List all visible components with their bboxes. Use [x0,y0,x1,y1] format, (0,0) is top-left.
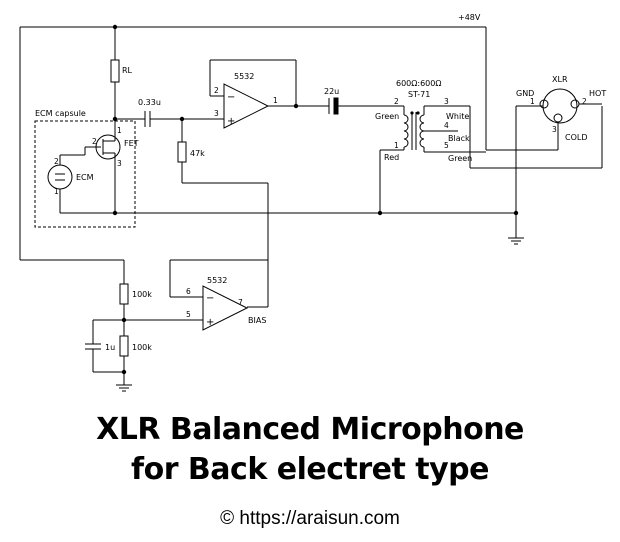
tr-red-label: Red [384,153,399,162]
ecm-capsule-box [34,120,136,228]
svg-text:−: − [227,92,235,103]
svg-text:+: + [227,116,235,127]
transformer-secondary [419,114,425,148]
schematic-diagram: +48V RL 0.33u ECM capsule FET ECM 47k 55… [19,13,606,392]
pin-tr-4: 4 [444,121,449,130]
tr-green2-label: Green [448,154,472,163]
divider-resistor-top [119,283,129,305]
bias-res-label: 47k [190,149,205,158]
opamp-1 [223,83,270,129]
pin-op1-1: 1 [273,96,278,105]
svg-text:−: − [206,293,214,304]
ecm-label: ECM [76,173,94,182]
opamp1-label: 5532 [234,72,254,81]
coupling-cap-label: 0.33u [138,98,161,107]
rl-resistor [110,59,120,83]
svg-text:+: + [206,317,214,328]
div-cap-label: 1u [105,343,115,352]
opamp-2 [202,285,249,331]
pin-fet-2: 2 [92,137,97,146]
supply-label: +48V [458,13,481,22]
cold-label: COLD [565,133,588,142]
title-line-1: XLR Balanced Microphone [96,412,524,447]
pin-op2-5: 5 [186,310,191,319]
title-line-2: for Back electret type [131,452,489,487]
hot-label: HOT [589,89,606,98]
transformer-ratio-label: 600Ω:600Ω [396,79,441,88]
rl-label: RL [122,66,133,75]
pin-op2-7: 7 [238,298,243,307]
tr-green-label: Green [375,112,399,121]
pin-op1-3: 3 [214,109,219,118]
bias-resistor-47k [177,141,187,163]
divider-resistor-bottom [119,335,129,357]
pin-ecm-1: 1 [54,187,59,196]
pin-tr-1: 1 [394,141,399,150]
bias-label: BIAS [248,316,266,325]
pin-op1-2: 2 [214,86,219,95]
pin-op2-6: 6 [186,287,191,296]
transformer-primary [403,114,409,148]
tr-black-label: Black [448,134,470,143]
out-cap-label: 22u [324,87,339,96]
pin-fet-3: 3 [117,159,122,168]
xlr-connector [542,88,578,124]
tr-white-label: White [446,112,469,121]
pin-xlr-3: 3 [552,125,557,134]
xlr-label: XLR [552,75,568,84]
gnd-label: GND [516,89,534,98]
credit-link[interactable]: © https://araisun.com [220,508,400,529]
pin-tr-2: 2 [394,97,399,106]
pin-fet-1: 1 [117,126,122,135]
pin-xlr-1: 1 [530,97,535,106]
capsule-label: ECM capsule [35,109,86,118]
pin-xlr-2: 2 [582,97,587,106]
div-bot-label: 100k [132,343,152,352]
ecm-element [47,164,73,190]
pin-ecm-2: 2 [54,157,59,166]
opamp2-label: 5532 [207,276,227,285]
pin-tr-5: 5 [444,141,449,150]
transformer-part-label: ST-71 [408,90,430,99]
fet-label: FET [124,139,139,148]
pin-tr-3: 3 [444,97,449,106]
div-top-label: 100k [132,290,152,299]
